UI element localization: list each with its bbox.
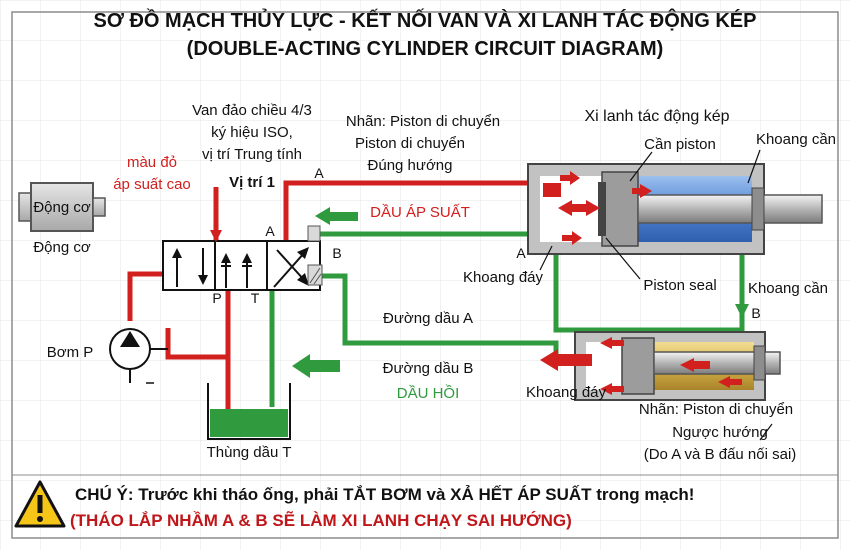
- valve-port-a-label: A: [265, 223, 275, 239]
- valve-fitting-hatch: [313, 273, 322, 285]
- pressure-flow-arrow-head: [315, 207, 330, 225]
- cylinder-top-piston-seal-label: Piston seal: [643, 277, 716, 294]
- valve-port-fitting-b: [307, 225, 321, 242]
- cylinder-bottom-base-chamber-label: Khoang đáy: [526, 384, 607, 401]
- cylinder-bottom-rod: [653, 351, 781, 375]
- valve-port-t-label: T: [251, 290, 260, 306]
- valve-flow-line: [276, 249, 306, 282]
- valve-port-p-label: P: [212, 290, 221, 306]
- cylinder-top-port-a-label: A: [516, 245, 526, 261]
- warning-icon: [14, 480, 66, 528]
- valve-flow-arrow: [172, 248, 182, 258]
- pump-outlet-line: [165, 328, 228, 360]
- cylinder-top-reaction-arrow-shaft: [572, 205, 584, 211]
- warning-exclamation-bar: [37, 495, 43, 513]
- warning-line-2: (THÁO LẮP NHẦM A & B SẼ LÀM XI LANH CHẠY…: [70, 510, 572, 530]
- legend-red-arrow-head: [210, 230, 222, 242]
- cylinder-top-reaction-arrow: [558, 200, 572, 216]
- tank-outline: [207, 383, 291, 440]
- motor: Động cơ Động cơ: [18, 182, 106, 256]
- title-line-1: SƠ ĐỒ MẠCH THỦY LỰC - KẾT NỐI VAN VÀ XI …: [94, 8, 757, 32]
- title-line-2: (DOUBLE-ACTING CYLINDER CIRCUIT DIAGRAM): [187, 38, 664, 60]
- motor-coupling: [92, 197, 106, 217]
- cylinder-top-port-a-inlet: [543, 183, 561, 197]
- cylinder-bottom-wrong-direction-arrow-shaft: [558, 354, 592, 366]
- line-a-label: Đường dầu A: [383, 310, 473, 327]
- valve-desc-line-2: ký hiệu ISO,: [211, 124, 293, 141]
- valve-flow-arrow: [297, 247, 309, 259]
- cylinder-bottom-end-cap: [753, 345, 766, 381]
- pump-to-valve-line: [127, 271, 163, 321]
- valve-flow-arrow: [242, 253, 252, 263]
- valve-desc-line-3: vị trí Trung tính: [202, 146, 302, 163]
- leader-line-base-chamber: [539, 245, 553, 271]
- leader-line-piston-seal: [605, 237, 641, 280]
- label-correct-line-3: Đúng hướng: [368, 157, 453, 174]
- frame-border: [11, 11, 839, 539]
- pump-label: Bơm P: [47, 344, 94, 361]
- directional-valve: A B P T: [162, 223, 342, 306]
- cylinder-top-title: Xi lanh tác động kép: [585, 108, 730, 125]
- cylinder-top-piston-seal: [598, 182, 606, 236]
- warning-line-1: CHÚ Ý: Trước khi tháo ống, phải TẮT BƠM …: [75, 485, 694, 504]
- pump: Bơm P: [47, 328, 168, 384]
- rod-chamber-b-arrow-head: [735, 304, 749, 318]
- pressure-line-a: [283, 180, 552, 241]
- cylinder-top-end-cap: [751, 187, 765, 231]
- line-a-letter: A: [314, 165, 324, 181]
- valve-body: [162, 240, 321, 291]
- valve-flow-arrow: [297, 273, 309, 286]
- valve-position-label: Vị trí 1: [229, 174, 275, 191]
- tank-label: Thùng dầu T: [207, 444, 292, 461]
- cylinder-bottom-rod-chamber-label: Khoang cần: [748, 280, 828, 297]
- tank-oil: [210, 409, 288, 437]
- valve-flow-line: [273, 251, 306, 288]
- cylinder-reversed: Khoang đáy: [526, 331, 781, 401]
- leader-line-rod-chamber: [747, 149, 761, 184]
- cylinder-correct: Xi lanh tác động kép Cần piston Khoang c…: [463, 108, 836, 294]
- label-correct-line-2: Piston di chuyển: [355, 135, 465, 152]
- leader-line-rod: [629, 151, 653, 182]
- line-b-label: Đường dầu B: [383, 360, 474, 377]
- cylinder-top-base-chamber-label: Khoang đáy: [463, 269, 544, 286]
- return-oil-label: DẦU HỒI: [397, 384, 460, 402]
- motor-box-label: Động cơ: [33, 199, 91, 216]
- cylinder-bottom-port-b-label: B: [751, 305, 760, 321]
- cylinder-bottom-wrong-direction-arrow-head: [540, 349, 558, 371]
- label-correct-line-1: Nhãn: Piston di chuyển: [346, 113, 500, 130]
- cylinder-top-rod: [637, 194, 823, 224]
- return-flow-arrow-head: [292, 354, 310, 378]
- warning-exclamation-dot: [37, 516, 43, 522]
- return-flow-arrow-shaft: [310, 360, 340, 372]
- label-wrong-line-3: (Do A và B đấu nối sai): [644, 446, 797, 463]
- oil-tank: Thùng dầu T: [207, 383, 292, 461]
- valve-port-b-label: B: [332, 245, 341, 261]
- cylinder-top-rod-label: Cần piston: [644, 136, 716, 153]
- label-wrong-line-2: Ngược hướng: [672, 424, 768, 441]
- return-line-b-top: [308, 231, 745, 333]
- cylinder-top-rod-chamber-label: Khoang cần: [756, 131, 836, 148]
- cylinder-bottom-piston: [621, 337, 655, 395]
- pressure-oil-label: DẦU ÁP SUẤT: [370, 204, 470, 221]
- label-wrong-line-1: Nhãn: Piston di chuyển: [639, 401, 793, 418]
- valve-flow-arrow: [221, 253, 231, 263]
- cylinder-top-piston: [601, 171, 639, 247]
- pressure-lines: [127, 180, 552, 409]
- cylinder-bottom-force-arrows: [600, 337, 742, 395]
- pressure-flow-arrow-shaft: [330, 212, 358, 221]
- leader-line-wrong-label: [759, 423, 773, 441]
- legend-red-line-1: màu đỏ: [127, 154, 177, 171]
- valve-flow-arrow: [198, 275, 208, 285]
- motor-caption: Động cơ: [33, 239, 91, 256]
- pump-direction-triangle: [120, 331, 140, 347]
- valve-desc-line-1: Van đảo chiều 4/3: [192, 102, 312, 119]
- valve-fitting-hatch: [309, 267, 321, 284]
- legend-red-line-2: áp suất cao: [113, 176, 191, 193]
- motor-shaft-cap: [18, 192, 32, 222]
